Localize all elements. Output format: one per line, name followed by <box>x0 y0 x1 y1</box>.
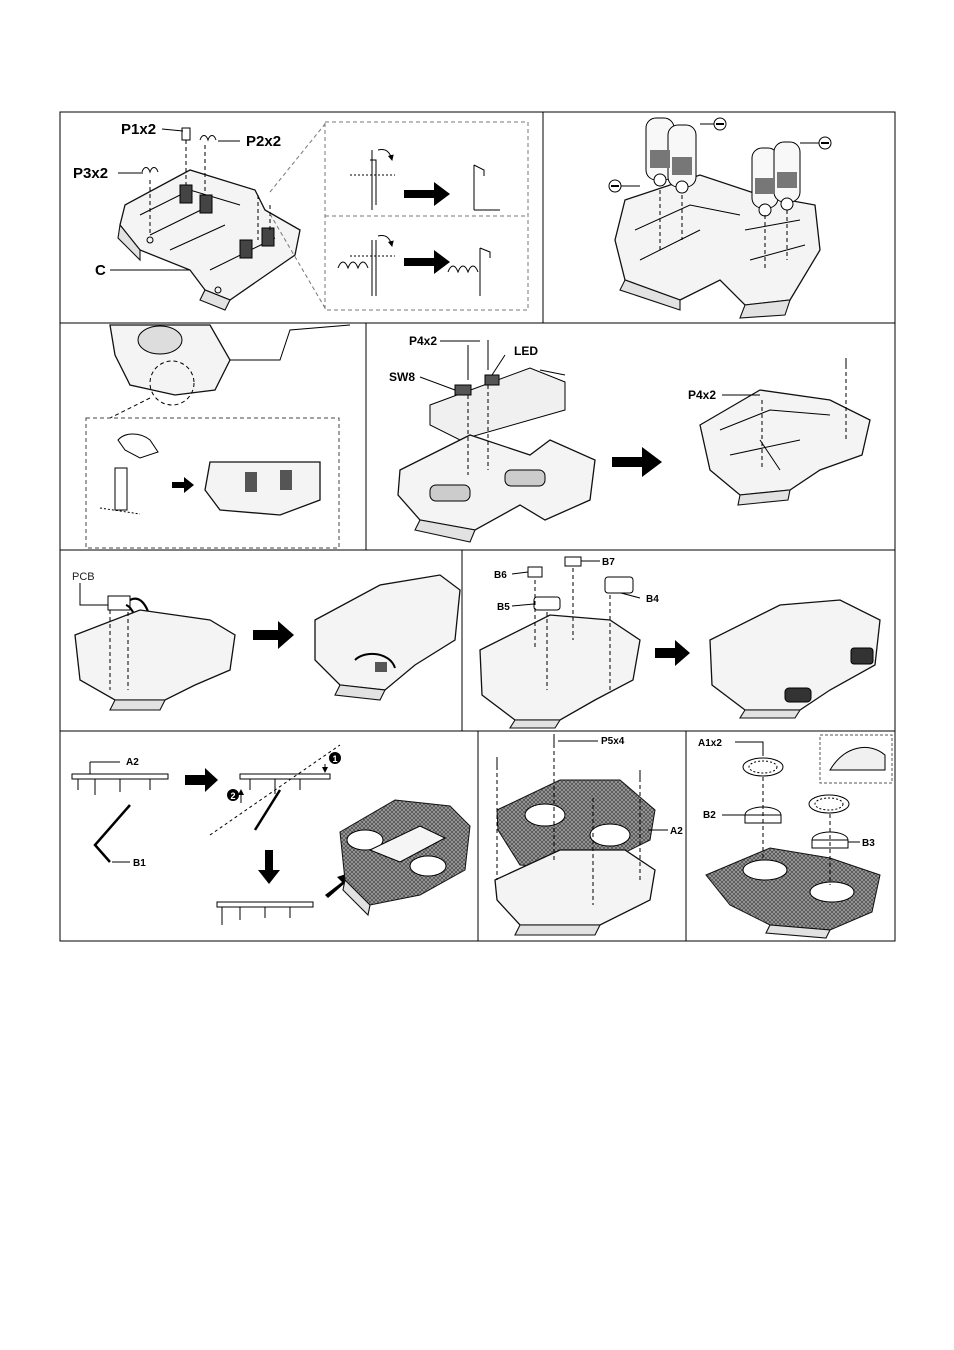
label-p5: P5x4 <box>601 736 625 747</box>
step-2-marker: 2 <box>230 791 235 801</box>
battery-group-left <box>646 118 696 193</box>
panel-lids: A1x2 B2 B3 <box>698 735 892 938</box>
label-a2-left: A2 <box>126 757 139 768</box>
part-b4 <box>605 577 633 593</box>
label-c: C <box>95 262 106 279</box>
switch-sw8 <box>455 385 471 395</box>
part-b6 <box>528 567 542 577</box>
label-led: LED <box>514 344 538 358</box>
panel-batteries <box>609 118 831 318</box>
label-p4-right: P4x2 <box>688 388 716 402</box>
panel-pcb-wiring: PCB <box>72 571 460 710</box>
label-p1: P1x2 <box>121 121 156 138</box>
panel-pcb-led-switch: P4x2 LED SW8 P4x2 <box>389 334 870 542</box>
arrow-right-icon <box>612 447 662 477</box>
panel-tab-detail <box>86 325 350 548</box>
label-p4-top: P4x2 <box>409 334 437 348</box>
label-pcb: PCB <box>72 571 95 583</box>
part-b7 <box>565 557 581 566</box>
panel-springs-contacts: P1x2 P2x2 P3x2 C <box>73 121 528 310</box>
arrow-right-icon <box>404 182 450 206</box>
arrow-right-icon <box>253 621 294 649</box>
arrow-down-icon <box>258 850 280 884</box>
arrow-right-icon <box>404 250 450 274</box>
minus-badge-icon <box>700 118 726 130</box>
arrow-right-icon <box>172 477 194 493</box>
label-b2: B2 <box>703 810 716 821</box>
label-sw8: SW8 <box>389 370 415 384</box>
spring-detail-callout <box>270 122 528 310</box>
panel-top-cover-screws: P5x4 A2 <box>495 734 683 935</box>
step-1-marker: 1 <box>332 754 337 764</box>
panel-cover-hinge: A2 B1 1 2 <box>72 745 470 925</box>
part-b5 <box>534 597 560 610</box>
panel-buttons: B6 B7 B5 B4 <box>480 557 880 728</box>
label-b6: B6 <box>494 570 507 581</box>
arrow-right-icon <box>185 768 218 792</box>
label-p2: P2x2 <box>246 133 281 150</box>
label-b7: B7 <box>602 557 615 568</box>
minus-badge-icon <box>609 180 640 192</box>
label-b1: B1 <box>133 858 146 869</box>
label-a2-right: A2 <box>670 826 683 837</box>
minus-badge-icon <box>800 137 831 149</box>
led-component <box>485 375 499 385</box>
label-b4: B4 <box>646 594 659 605</box>
arrow-right-icon <box>655 640 690 666</box>
battery-tray-c <box>118 128 300 310</box>
label-p3: P3x2 <box>73 165 108 182</box>
label-b3: B3 <box>862 838 875 849</box>
label-b5: B5 <box>497 602 510 613</box>
label-a1: A1x2 <box>698 738 722 749</box>
